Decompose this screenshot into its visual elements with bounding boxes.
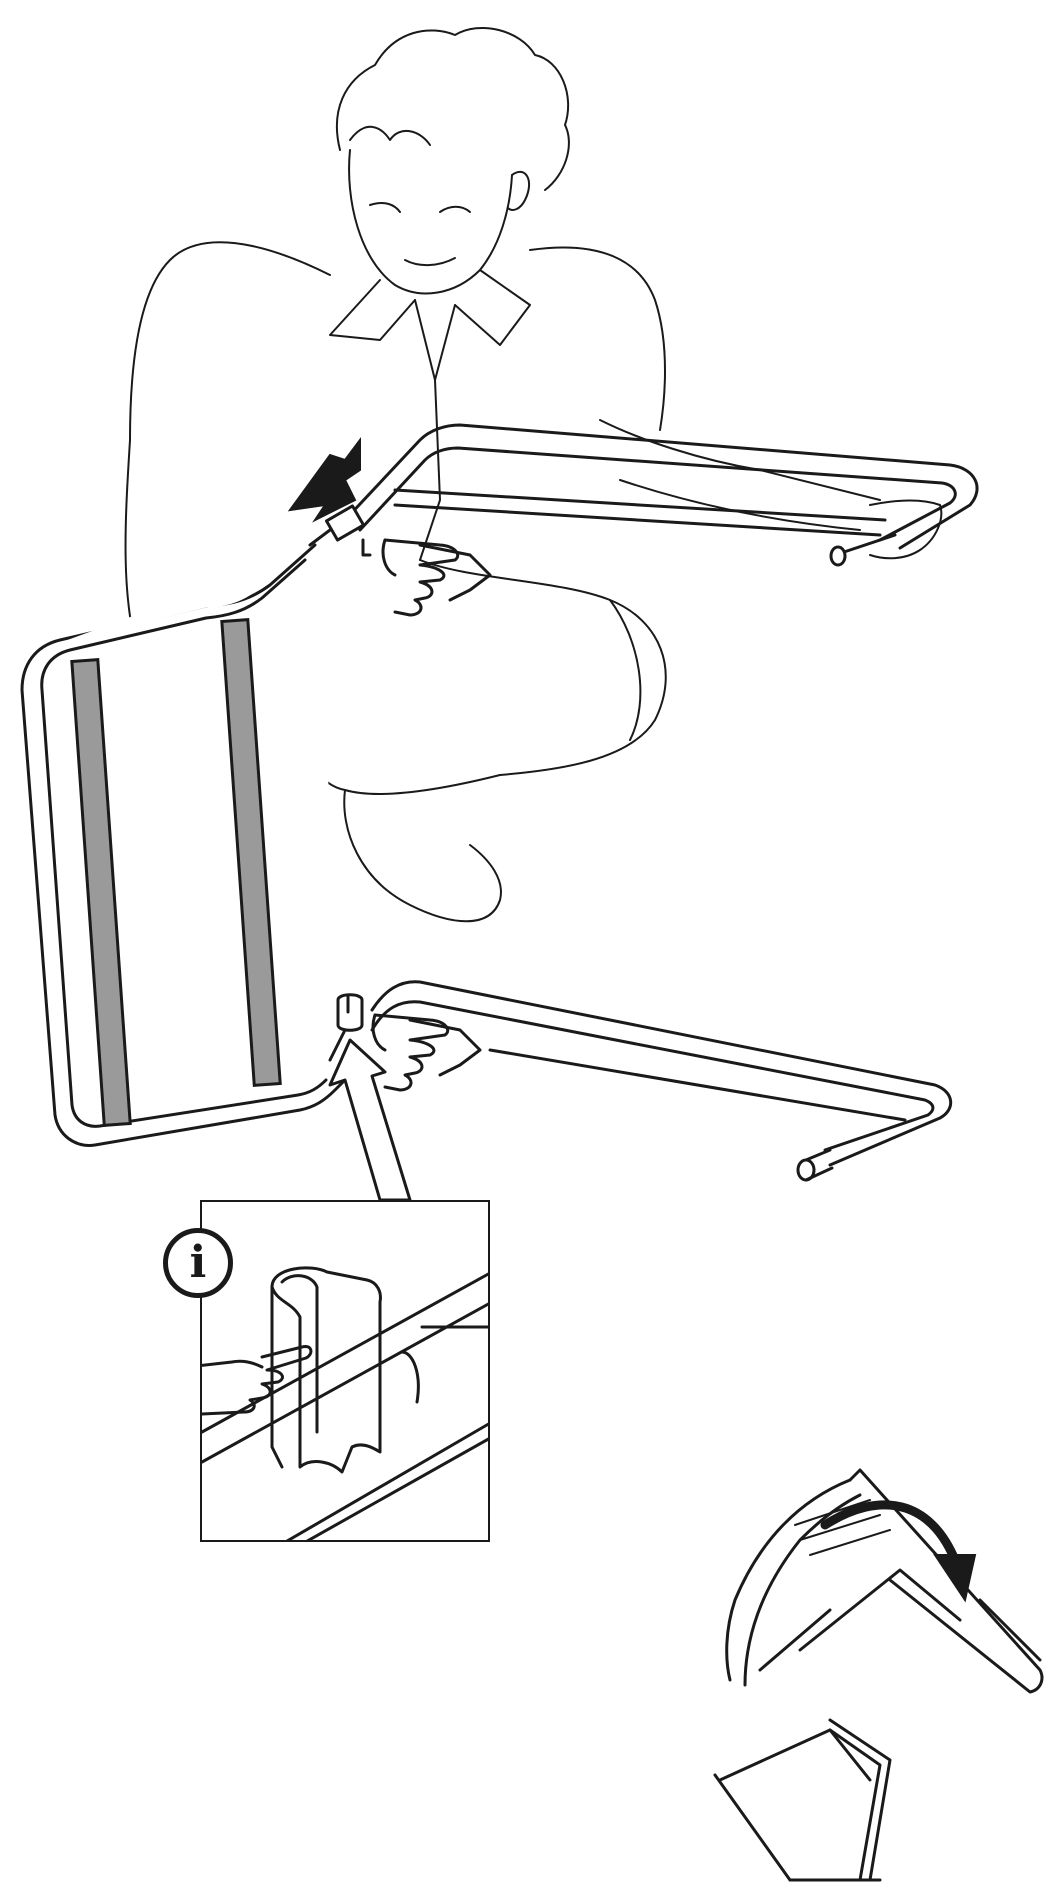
push-arrow-icon: [287, 437, 361, 523]
info-icon-label: i: [189, 1237, 207, 1288]
top-leg-frame: [308, 423, 979, 567]
clip-detail-drawing: [202, 1266, 488, 1540]
info-icon: i: [163, 1228, 233, 1298]
pointing-hand-icon: [371, 1013, 482, 1092]
curved-arrow-icon: [820, 1500, 977, 1603]
strap-right: [220, 618, 282, 1087]
push-arrow-icon: [328, 1038, 412, 1202]
strap-left: [70, 658, 132, 1127]
pointing-hand-icon: [381, 538, 492, 617]
pointing-hand-icon: [202, 1344, 313, 1416]
bottom-leg-frame: [328, 980, 953, 1182]
clip-detail: [200, 1200, 490, 1542]
chair-back-frame: [20, 543, 347, 1147]
flip-chair-thumbnail: [713, 1468, 1044, 1882]
